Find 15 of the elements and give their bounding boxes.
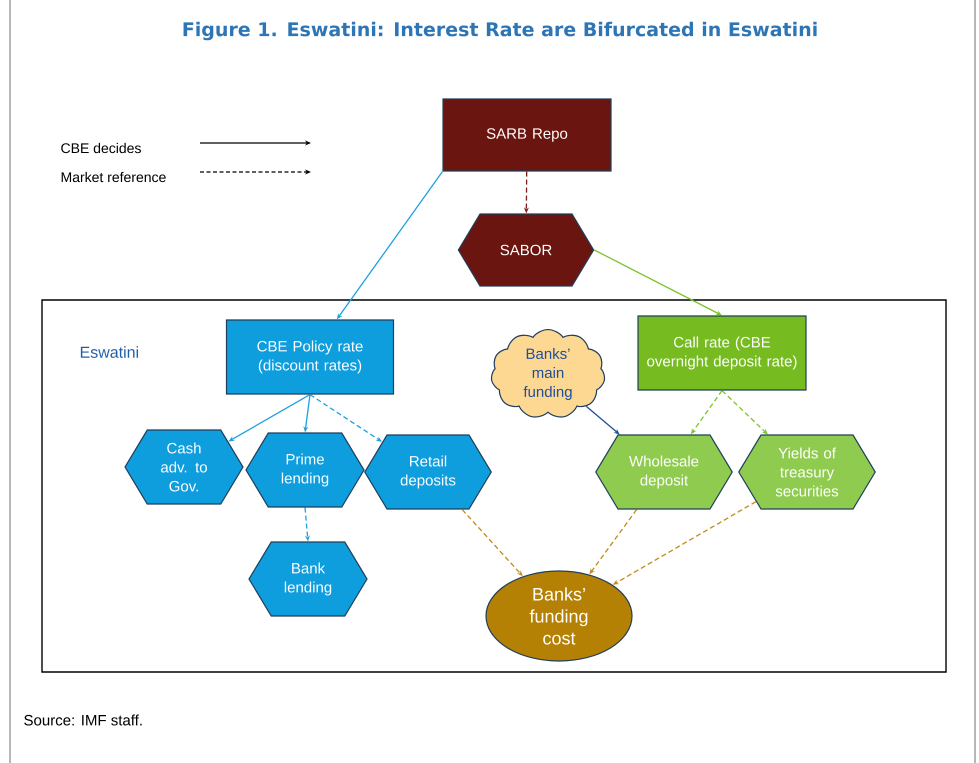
hexagon-box: Cash adv. to Gov. [124, 429, 244, 505]
hexagon-box: Bank lending [248, 541, 368, 617]
hexagon-box: Wholesale deposit [595, 434, 733, 510]
rate-box: SARB Repo [442, 98, 612, 172]
ellipse-node: Banks’ funding cost [485, 570, 633, 662]
hexagon-box: Retail deposits [364, 434, 492, 510]
rate-box: CBE Policy rate (discount rates) [226, 319, 394, 395]
figure-title: Figure 1. Eswatini: Interest Rate are Bifurcated in Eswatini [184, 22, 817, 40]
hexagon-box: SABOR [458, 213, 594, 287]
source-note: Source: IMF staff. [24, 714, 142, 726]
rate-box: Call rate (CBE overnight deposit rate) [637, 315, 807, 391]
hexagon-box: Yields of treasury securities [738, 434, 876, 510]
legend-label: CBE decides [61, 142, 141, 154]
hexagon-box: Prime lending [245, 432, 365, 508]
legend-label: Market reference [62, 172, 166, 182]
